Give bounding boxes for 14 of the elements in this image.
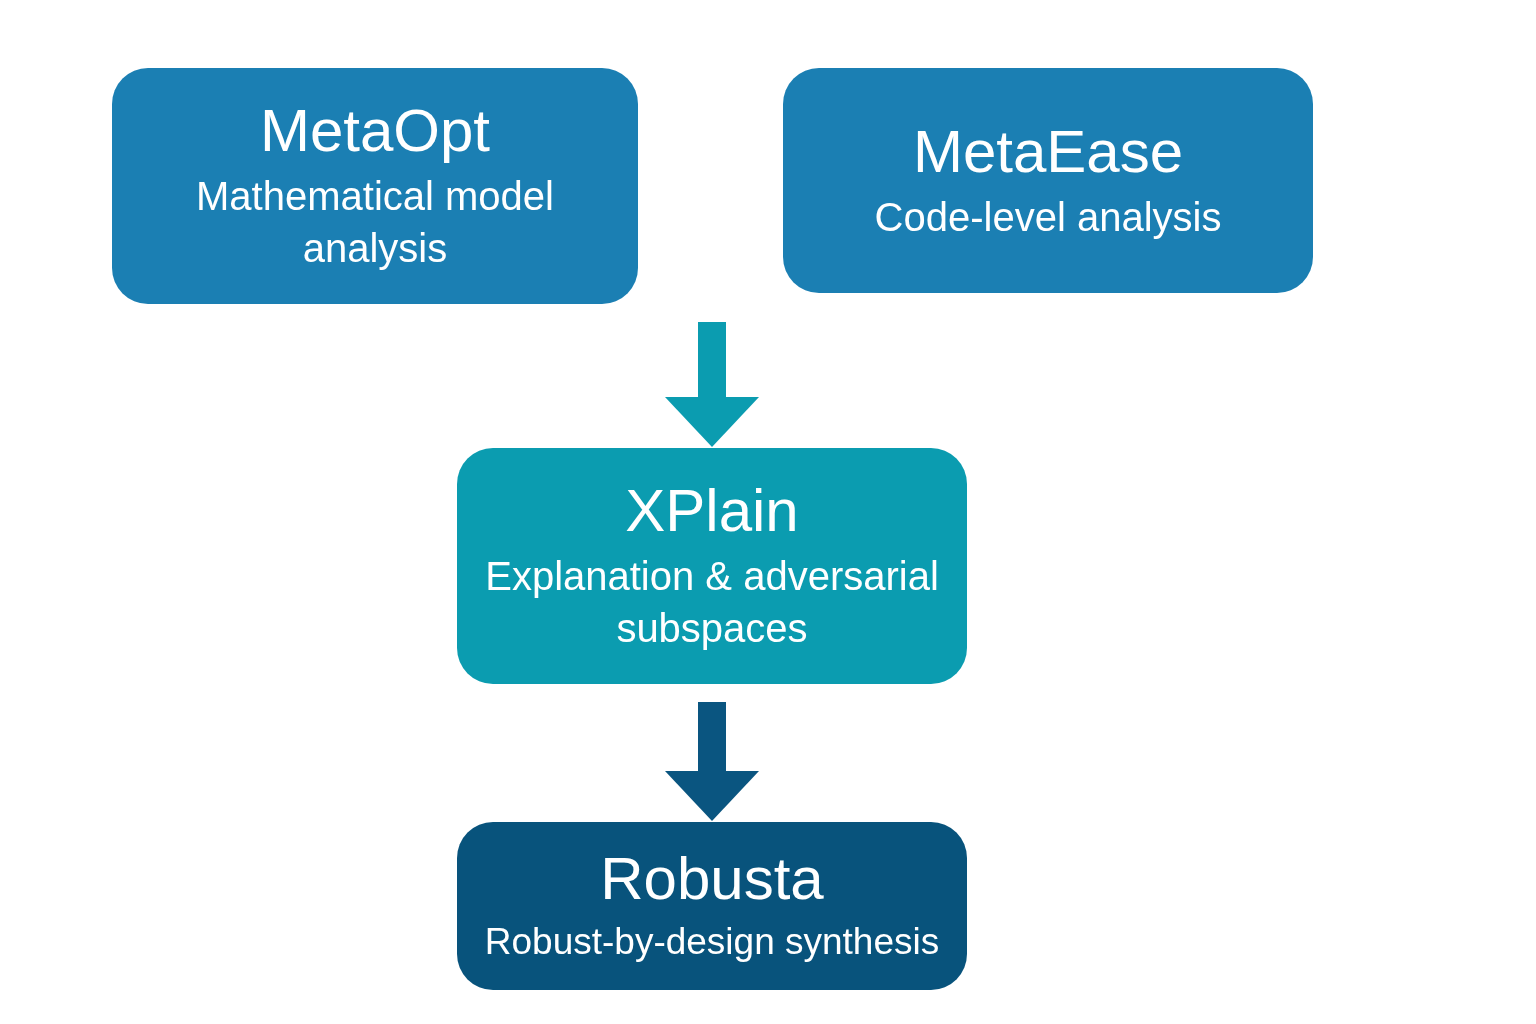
arrow [665,702,759,821]
process-box [457,822,967,990]
process-box [783,68,1313,293]
node-description: Robust-by-design synthesis [484,919,940,964]
node-title: XPlain [625,478,799,544]
arrow [665,322,759,447]
node-description: Code-level analysis [874,193,1222,241]
node-description: Explanation & adversarial subspaces [484,553,940,652]
node-title: MetaEase [912,118,1184,185]
node-title: Robusta [600,845,824,912]
node-description: Mathematical model analysis [195,173,555,272]
process-box [112,68,638,304]
process-box [457,448,967,684]
node-title: MetaOpt [259,98,491,164]
